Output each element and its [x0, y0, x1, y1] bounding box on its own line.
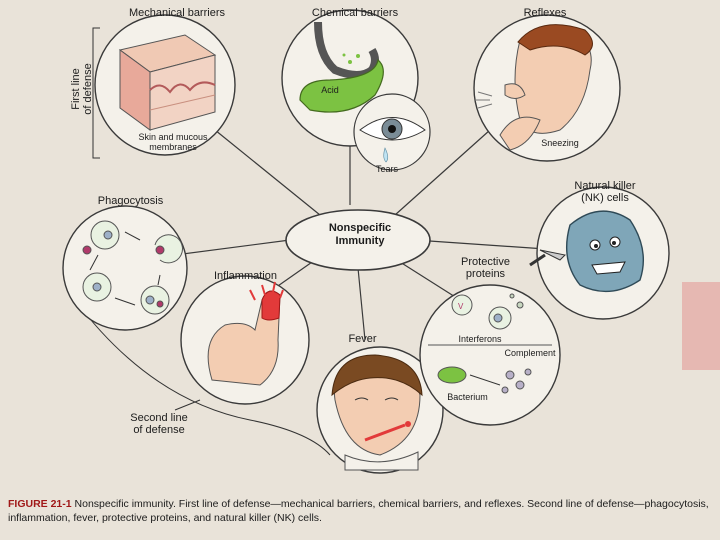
thumb-illustration [207, 281, 284, 386]
connector-phagocytosis [174, 239, 291, 256]
reflexes-title: Reflexes [523, 7, 567, 19]
protective-title-2: proteins [465, 268, 506, 280]
connector-lines [174, 125, 561, 341]
first-line-label: First line of defense [70, 59, 94, 119]
page-edge-tab [682, 282, 720, 370]
nk-title: Natural killer (NK) cells [560, 180, 650, 204]
protective-title: Protective proteins [448, 256, 523, 280]
center-title-1: Nonspecific [328, 222, 392, 234]
connector-reflexes [394, 129, 491, 216]
first-line-text-1: First line [70, 68, 82, 110]
skin-illustration [118, 34, 217, 131]
center-ellipse [285, 209, 431, 271]
protective-circle [419, 284, 561, 426]
complement-label: Complement [504, 348, 556, 358]
inflammation-title: Inflammation [214, 270, 277, 282]
second-line-pointer [174, 399, 201, 411]
nk-title-1: Natural killer [574, 180, 636, 192]
mechanical-sub-2: membranes [149, 142, 197, 152]
figure-caption: FIGURE 21-1 Nonspecific immunity. First … [8, 497, 714, 525]
interferons-label: Interferons [458, 334, 502, 344]
center-title: Nonspecific Immunity [300, 222, 420, 248]
connector-nk [414, 239, 561, 251]
fever-child-illustration [331, 354, 423, 471]
stomach-illustration [299, 21, 384, 113]
sneezing-face-illustration [475, 24, 593, 151]
mechanical-subtitle: Skin and mucous membranes [128, 132, 218, 152]
nk-cell-illustration [529, 210, 645, 293]
bacterium-label: Bacterium [447, 392, 488, 402]
center-title-2: Immunity [335, 235, 385, 247]
mechanical-title: Mechanical barriers [129, 7, 225, 19]
nk-title-2: (NK) cells [581, 192, 629, 204]
mechanical-sub-1: Skin and mucous [138, 132, 208, 142]
sneezing-label: Sneezing [541, 138, 579, 148]
protective-title-1: Protective [461, 256, 510, 268]
tears-label: Tears [375, 164, 398, 174]
eye-illustration [359, 117, 426, 163]
second-line-text-1: Second line [130, 412, 188, 424]
phagocytosis-illustration [82, 220, 183, 315]
second-line-label: Second line of defense [118, 412, 200, 436]
acid-label: Acid [321, 85, 339, 95]
connector-mechanical [214, 129, 321, 216]
figure-caption-text: Nonspecific immunity. First line of defe… [8, 498, 709, 524]
phagocytosis-circle [62, 205, 188, 331]
svg-text:V: V [458, 302, 464, 311]
first-line-text-2: of defense [82, 63, 94, 115]
second-line-curve [74, 299, 331, 456]
fever-title: Fever [348, 333, 377, 345]
chemical-title: Chemical barriers [311, 7, 399, 19]
protective-proteins-illustration: V [428, 293, 552, 394]
second-line-text-2: of defense [133, 424, 185, 436]
connector-protective [399, 261, 461, 301]
phagocytosis-title: Phagocytosis [97, 195, 164, 207]
connector-fever [357, 267, 366, 341]
figure-label: FIGURE 21-1 [8, 498, 72, 510]
first-line-bracket [92, 27, 100, 159]
